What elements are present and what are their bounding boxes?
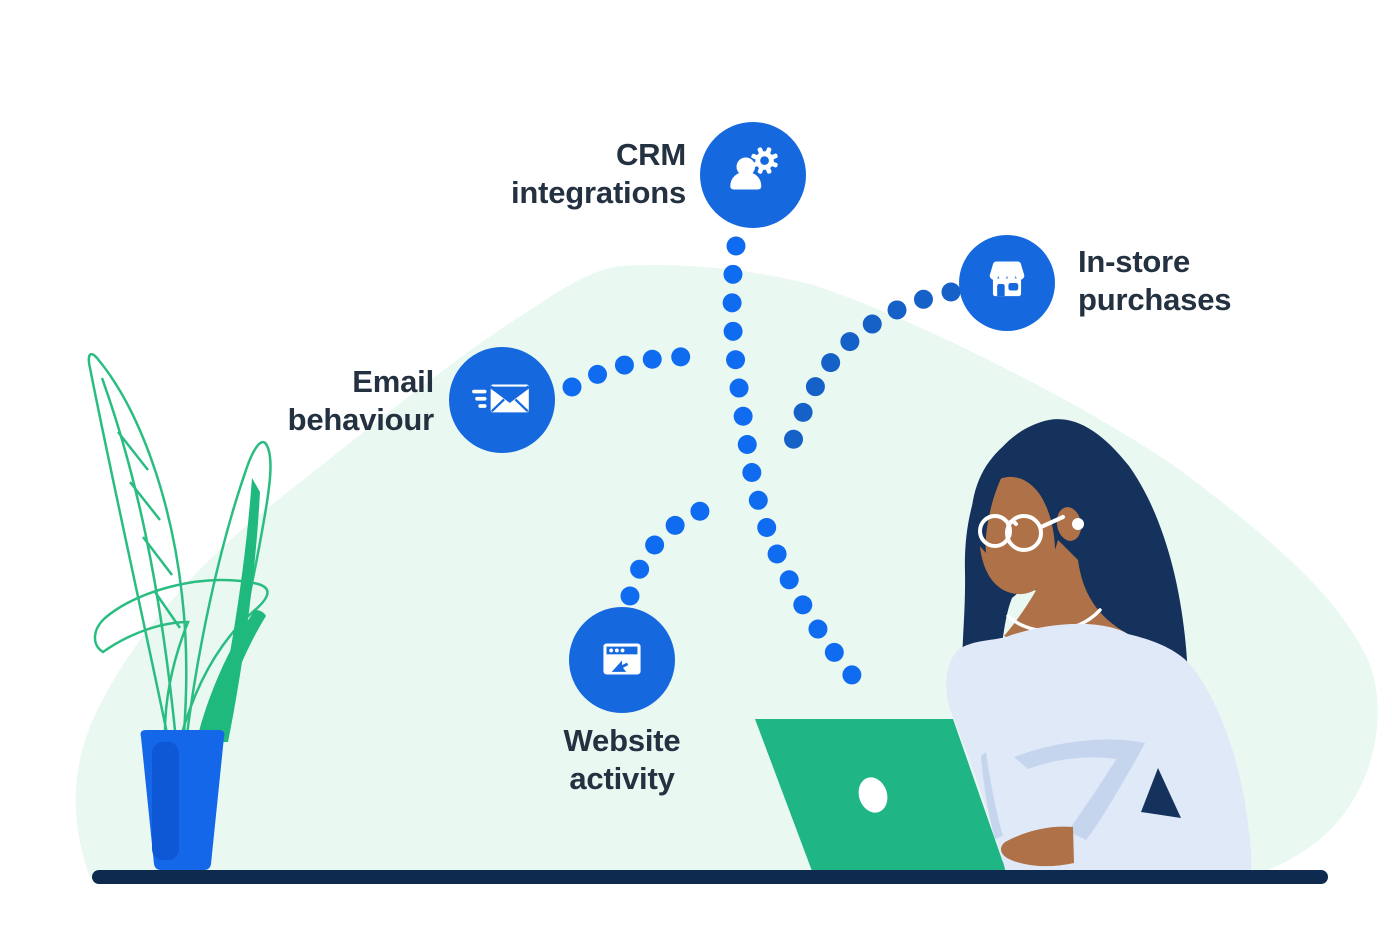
envelope-folds: [490, 398, 529, 413]
crm-to-laptop-dotted-line: [722, 236, 874, 699]
speed-lines: [472, 389, 487, 408]
instore-label-line1: In-store: [1078, 244, 1191, 279]
plant-leaf-left: [87, 352, 188, 750]
dotted-connectors: [562, 236, 961, 699]
plant-leaf-left-vein-2: [117, 431, 182, 629]
plant-pot-stripe: [152, 742, 179, 860]
woman-hand: [1001, 826, 1074, 867]
flying-envelope-icon: [472, 384, 530, 413]
crm-label-line1: CRM: [616, 137, 686, 172]
instore-dotted-line: [779, 282, 961, 467]
envelope-flap: [489, 385, 530, 403]
crm-badge: [700, 122, 806, 228]
email-label-line1: Email: [352, 364, 434, 399]
cursor-arrow: [611, 660, 629, 672]
storefront-icon: [989, 261, 1025, 297]
woman-hair-bangs: [971, 428, 1037, 553]
woman-neck-chest: [1004, 540, 1128, 645]
person-glyph: [730, 157, 762, 190]
email-label-line2: behaviour: [287, 402, 435, 437]
browser-cursor-icon: [603, 643, 641, 675]
browser-title-dots: [609, 648, 625, 653]
website-label-line2: activity: [569, 761, 675, 796]
website-dotted-line: [620, 493, 731, 606]
instore-badge: [959, 235, 1055, 331]
website-node-label: Website activity: [472, 722, 772, 798]
woman-earring: [1072, 518, 1084, 530]
woman-sleeve-fold: [1014, 739, 1145, 769]
crm-node-label: CRM integrations: [511, 136, 686, 212]
laptop-logo: [858, 777, 888, 813]
store-awning: [989, 261, 1025, 280]
store-window: [1008, 283, 1019, 291]
plant-leaf-left-vein: [100, 377, 178, 741]
instore-node-label: In-store purchases: [1078, 243, 1231, 319]
store-door: [997, 283, 1005, 297]
website-label-line1: Website: [563, 723, 681, 758]
woman-arm-shadow: [981, 752, 1003, 839]
instore-label-line2: purchases: [1078, 282, 1232, 317]
woman-face: [979, 476, 1056, 595]
email-badge: [449, 347, 555, 453]
gear-glyph: [751, 147, 778, 174]
email-node-label: Email behaviour: [287, 363, 435, 439]
woman-sleeve-fold-2: [1068, 743, 1145, 840]
desk-line: [92, 870, 1328, 884]
woman-glasses: [978, 514, 1065, 552]
plant-leaf-right-accent: [212, 478, 260, 742]
person-gear-icon: [730, 147, 778, 190]
woman-hair-tip: [1141, 768, 1181, 818]
crm-label-line2: integrations: [510, 175, 686, 210]
woman-at-laptop: [946, 419, 1252, 873]
website-badge: [569, 607, 675, 713]
email-dotted-line: [562, 347, 707, 397]
potted-plant: [87, 352, 272, 870]
